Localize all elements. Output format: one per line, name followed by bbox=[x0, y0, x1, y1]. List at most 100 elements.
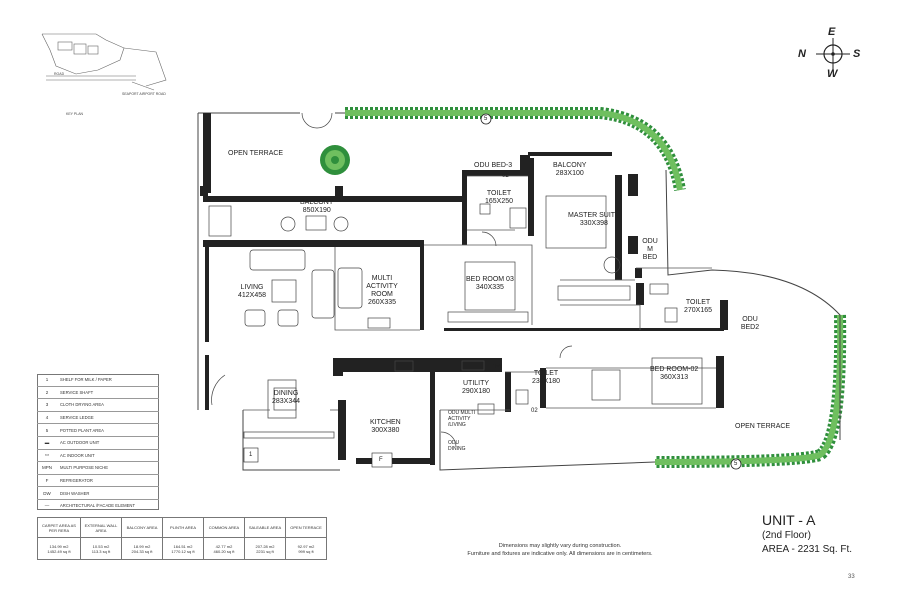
label-multi-activity-room: MULTI ACTIVITY ROOM 260X335 bbox=[362, 275, 402, 307]
unit-title: UNIT - A bbox=[762, 512, 816, 528]
legend-row: MPN MULTI PURPOSE NICHE bbox=[37, 461, 159, 474]
key-plan-road: ROAD bbox=[54, 72, 65, 76]
legend-row: DW DISH WASHER bbox=[37, 486, 159, 499]
legend-symbol: 3 bbox=[45, 402, 49, 408]
toilet-top-size: 165X250 bbox=[485, 198, 514, 205]
legend-symbol: 5 bbox=[45, 427, 49, 433]
area-m2: 18.99 m2 bbox=[133, 543, 151, 549]
label-odu-bed2: ODU BED2 bbox=[740, 316, 760, 331]
legend-text: AC OUTDOOR UNIT bbox=[60, 440, 100, 446]
potted-plant-area-bottom bbox=[654, 314, 847, 468]
notes: Dimensions may slightly vary during cons… bbox=[430, 542, 690, 558]
area-header: CARPET AREA AS PER RERA bbox=[37, 517, 81, 538]
toilet-right-size: 270X165 bbox=[684, 307, 713, 314]
toilet-top-name: TOILET bbox=[486, 190, 512, 197]
label-toilet-mid: TOILET 230X180 bbox=[532, 370, 560, 386]
label-bed-room-02: BED ROOM-02 360X313 bbox=[650, 366, 698, 382]
balcony-main-size: 850X190 bbox=[302, 207, 331, 214]
legend-text: DISH WASHER bbox=[60, 490, 90, 496]
label-odu-bed3: ODU BED-3 bbox=[474, 162, 513, 169]
legend-text: SHELF FOR MILK / PAPER bbox=[60, 377, 112, 383]
bed-room-02-size: 360X313 bbox=[660, 374, 689, 381]
label-fridge: F bbox=[379, 457, 383, 463]
legend-symbol: 4 bbox=[45, 415, 49, 421]
label-bed-room-03: BED ROOM 03 340X335 bbox=[466, 276, 514, 292]
key-plan-drawing bbox=[41, 33, 167, 91]
plant-number-bottom: 5 bbox=[734, 461, 738, 467]
potted-plant-icon bbox=[320, 145, 350, 175]
dining-name: DINING bbox=[273, 390, 299, 397]
plant-number-top: 5 bbox=[484, 116, 488, 122]
legend-text: ARCHITECTURAL /FACADE ELEMENT bbox=[60, 503, 135, 509]
fridge-marker bbox=[371, 452, 393, 468]
label-balcony-main: BALCONY 850X190 bbox=[300, 199, 333, 215]
legend-box bbox=[37, 374, 159, 510]
balcony-small-name: BALCONY bbox=[553, 162, 587, 169]
area-header: COMMON AREA bbox=[203, 517, 245, 538]
legend-text: AC INDOOR UNIT bbox=[60, 452, 95, 458]
legend-text: MULTI PURPOSE NICHE bbox=[60, 465, 109, 471]
plant-marker-top bbox=[480, 113, 492, 125]
plant-marker-bottom bbox=[730, 458, 742, 470]
toilet-mid-size: 230X180 bbox=[532, 378, 561, 385]
area-table-header-row: CARPET AREA AS PER RERA EXTERNAL WALL AR… bbox=[37, 517, 327, 538]
unit-floor: (2nd Floor) bbox=[762, 530, 811, 541]
compass-rose-icon bbox=[816, 38, 850, 70]
label-shaft-02-mid: 02 bbox=[531, 408, 538, 414]
area-m2: 207.28 m2 bbox=[255, 543, 275, 549]
label-open-terrace-top: OPEN TERRACE bbox=[228, 150, 284, 157]
label-odu-dining: ODU DINING bbox=[448, 440, 466, 452]
shelf-number: 1 bbox=[249, 452, 253, 458]
area-m2: 92.97 m2 bbox=[297, 543, 315, 549]
master-suite-name: MASTER SUITE bbox=[568, 212, 620, 219]
key-plan-caption: KEY PLAN bbox=[66, 112, 84, 116]
label-shaft-02-top: 02 bbox=[502, 173, 509, 179]
label-odu-multi-activity: ODU MULTI ACTIVITY /LIVING bbox=[448, 410, 476, 428]
area-sqft: 204.33 sq ft bbox=[131, 548, 153, 554]
area-sqft: 113.3 sq ft bbox=[91, 548, 111, 554]
legend-row: 4 SERVICE LEDGE bbox=[37, 410, 159, 424]
area-header: OPEN TERRACE bbox=[285, 517, 327, 538]
area-header: PLINTH AREA bbox=[162, 517, 204, 538]
compass: N E S W bbox=[796, 26, 866, 82]
label-dishwasher: DW bbox=[492, 364, 502, 370]
area-m2: 164.51 m2 bbox=[173, 543, 193, 549]
legend-symbol: DW bbox=[43, 490, 51, 496]
dining-size: 283X344 bbox=[272, 398, 301, 405]
area-m2: 42.77 m2 bbox=[215, 543, 233, 549]
balcony-small-size: 283X100 bbox=[555, 170, 584, 177]
key-plan: ROAD SEAPORT AIRPORT ROAD KEY PLAN bbox=[36, 30, 176, 120]
legend-text: SERVICE LEDGE bbox=[60, 415, 94, 421]
area-sqft: 999 sq ft bbox=[298, 548, 314, 554]
legend-row: 3 CLOTH DRYING AREA bbox=[37, 398, 159, 411]
page-number: 33 bbox=[848, 574, 855, 580]
compass-north: N bbox=[798, 48, 806, 60]
kitchen-name: KITCHEN bbox=[370, 419, 401, 426]
legend-text: CLOTH DRYING AREA bbox=[60, 402, 104, 408]
label-balcony-small: BALCONY 283X100 bbox=[553, 162, 586, 178]
multi-activity-size: 260X335 bbox=[367, 299, 397, 306]
area-header: EXTERNAL WALL AREA bbox=[80, 517, 122, 538]
bed-room-03-size: 340X335 bbox=[475, 284, 504, 291]
area-sqft: 1770.12 sq ft bbox=[171, 548, 195, 554]
label-toilet-right: TOILET 270X165 bbox=[684, 299, 712, 315]
shelf-marker bbox=[243, 447, 259, 463]
legend-symbol: MPN bbox=[42, 465, 52, 471]
legend-symbol: F bbox=[45, 478, 49, 484]
area-sqft: 2231 sq ft bbox=[256, 548, 274, 554]
label-odu-m-bed: ODU M BED bbox=[642, 238, 658, 261]
area-header: SALEABLE AREA bbox=[244, 517, 286, 538]
kitchen-size: 300X380 bbox=[371, 427, 400, 434]
area-m2: 10.53 m2 bbox=[92, 543, 110, 549]
compass-east: E bbox=[828, 26, 836, 38]
area-header: BALCONY AREA bbox=[121, 517, 163, 538]
